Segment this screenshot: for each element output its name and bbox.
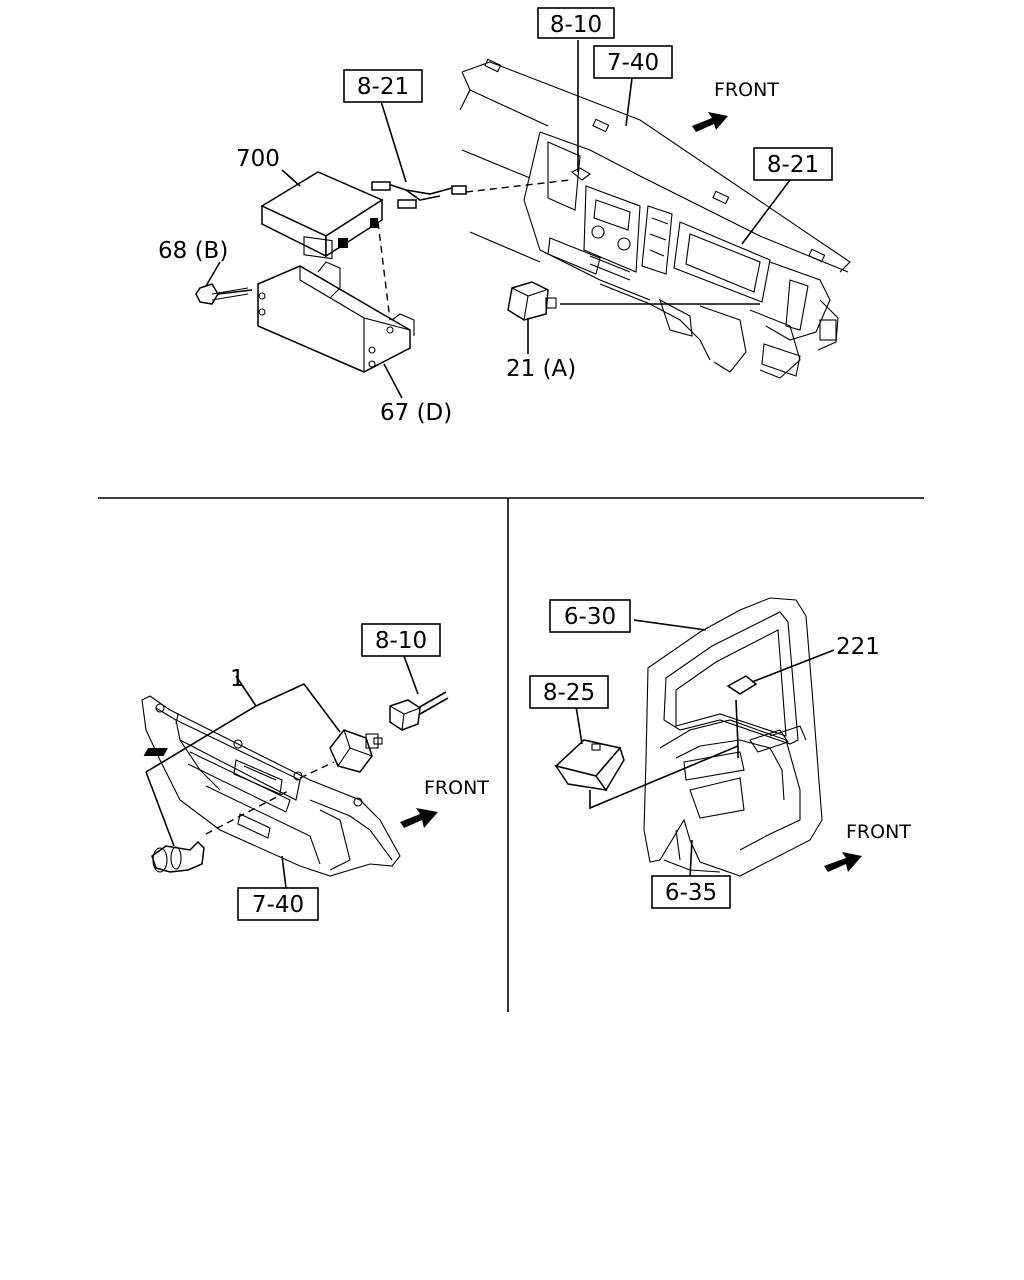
part-label-21a: 21 (A)	[506, 356, 576, 382]
ref-box-6-35	[651, 875, 731, 909]
bolt-68b	[195, 283, 249, 305]
front-label-top: FRONT	[714, 79, 779, 101]
part-label-67d: 67 (D)	[380, 400, 452, 426]
ref-box-7-40-top	[593, 45, 673, 79]
bottom-right-section: FRONT 6-30 8-25 6-35 221	[143, 597, 911, 909]
control-unit-700	[260, 171, 384, 260]
front-arrow-top: FRONT	[692, 79, 779, 132]
ref-8-25: 8-25	[543, 680, 595, 706]
connector-8-10-left	[389, 691, 449, 731]
ref-8-21-right: 8-21	[767, 152, 819, 178]
front-arrow-right: FRONT	[824, 821, 911, 872]
front-label-right: FRONT	[846, 821, 911, 843]
ref-box-8-10-left	[361, 623, 441, 657]
ref-8-21-left: 8-21	[357, 74, 409, 100]
part-label-700: 700	[236, 146, 280, 172]
ref-7-40-left: 7-40	[252, 892, 304, 918]
door-drawing	[643, 597, 823, 877]
top-section: FRONT 8-10 7-40 8-21 8-21 700 68 (B) 21 …	[158, 7, 851, 426]
bottom-left-section: FRONT 8-10 7-40 1	[141, 623, 489, 921]
ref-box-6-30	[549, 599, 631, 633]
part-label-68b: 68 (B)	[158, 238, 228, 264]
ref-6-30: 6-30	[564, 604, 616, 630]
ref-box-7-40-left	[237, 887, 319, 921]
bracket-67d	[257, 261, 415, 373]
ref-7-40-top: 7-40	[607, 50, 659, 76]
lower-panel-drawing	[141, 695, 401, 877]
ref-box-8-10-top	[537, 7, 615, 39]
switch-21a	[507, 281, 557, 321]
instrument-panel-drawing	[459, 58, 851, 379]
part-label-221: 221	[836, 634, 880, 660]
ref-box-8-21-left	[343, 69, 423, 103]
lighter-plug	[151, 840, 205, 873]
switch-1	[329, 729, 383, 773]
switch-8-25	[143, 739, 625, 792]
front-arrow-left: FRONT	[400, 777, 489, 828]
part-label-1: 1	[230, 666, 245, 692]
harness-8-21-left	[371, 181, 467, 209]
part-221	[726, 675, 758, 695]
ref-6-35: 6-35	[665, 880, 717, 906]
ref-box-8-21-right	[753, 147, 833, 181]
front-label-left: FRONT	[424, 777, 489, 799]
ref-box-8-25	[529, 675, 609, 709]
ref-8-10-top: 8-10	[550, 12, 602, 38]
ref-8-10-left: 8-10	[375, 628, 427, 654]
